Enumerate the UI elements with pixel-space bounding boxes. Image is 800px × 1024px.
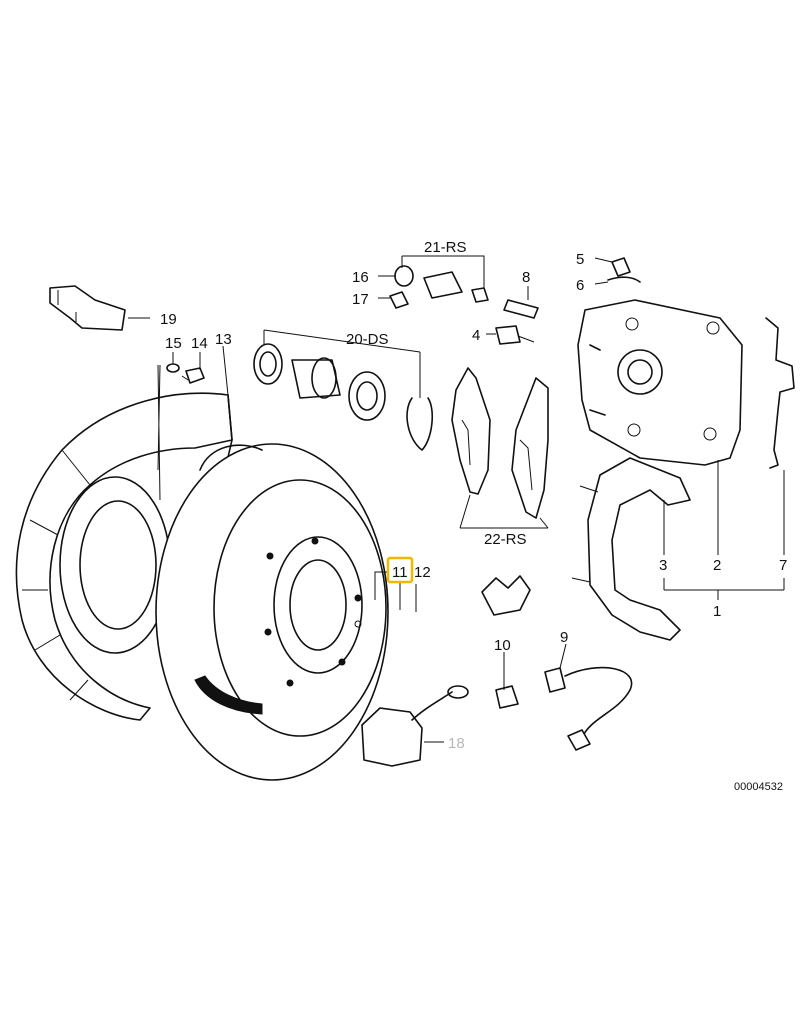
label-part-6[interactable]: 6 [576,277,584,294]
washer-part-15[interactable] [166,363,180,373]
label-part-11[interactable]: 11 [392,564,408,581]
valve-part-17[interactable] [389,291,409,309]
label-part-21[interactable]: 21-RS [424,239,467,256]
clip-part-5[interactable] [611,257,631,277]
label-part-1[interactable]: 1 [713,603,721,620]
caliper-part-2[interactable] [577,299,743,466]
label-part-2[interactable]: 2 [713,557,721,574]
label-part-20[interactable]: 20-DS [346,331,389,348]
label-part-13[interactable]: 13 [215,331,232,348]
label-part-18[interactable]: 18 [448,735,465,752]
bolt-kit-part-21[interactable] [423,271,489,303]
piston-kit-part-20[interactable] [253,343,434,451]
dust-shield-part-13[interactable] [15,392,233,721]
label-part-12[interactable]: 12 [414,564,431,581]
caliper-carrier-part-3[interactable] [571,457,691,641]
label-part-19[interactable]: 19 [160,311,177,328]
part-labels: 19 15 14 13 20-DS 21-RS 16 17 8 4 5 6 22… [160,239,787,752]
label-part-4[interactable]: 4 [472,327,480,344]
label-part-8[interactable]: 8 [522,269,530,286]
brake-disc-part-11[interactable] [155,443,389,781]
leader-lines [128,255,785,743]
holder-part-10[interactable] [481,575,531,709]
highlight-box-part-11 [386,556,414,584]
label-part-9[interactable]: 9 [560,629,568,646]
label-part-14[interactable]: 14 [191,335,208,352]
cap-part-18[interactable] [361,685,469,767]
diagram-image-id: 00004532 [734,781,783,793]
clip-part-6[interactable] [607,276,641,283]
label-part-16[interactable]: 16 [352,269,369,286]
label-part-22[interactable]: 22-RS [484,531,527,548]
clip-part-19[interactable] [49,285,126,331]
brake-pads-part-22[interactable] [451,367,549,519]
screw-part-14[interactable] [181,367,205,384]
bolt-part-4[interactable] [495,325,535,345]
label-part-15[interactable]: 15 [165,335,182,352]
spring-part-7[interactable] [765,317,795,469]
dust-cap-part-16[interactable] [394,265,414,287]
label-part-7[interactable]: 7 [779,557,787,574]
label-part-17[interactable]: 17 [352,291,369,308]
label-part-5[interactable]: 5 [576,251,584,268]
guide-bolt-part-8[interactable] [503,299,539,319]
label-part-10[interactable]: 10 [494,637,511,654]
label-part-3[interactable]: 3 [659,557,667,574]
wear-sensor-part-9[interactable] [544,666,633,751]
